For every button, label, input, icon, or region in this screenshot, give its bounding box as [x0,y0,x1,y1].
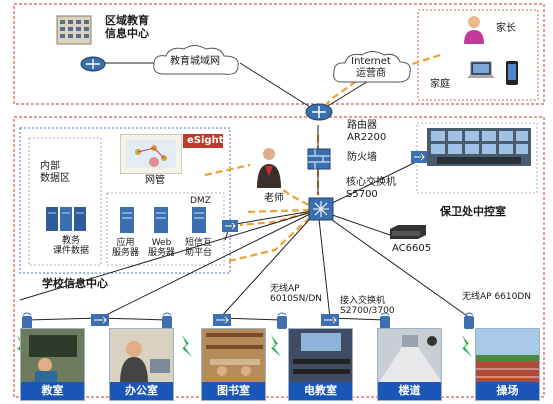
core-router-icon [305,102,333,122]
ap-icon [462,312,476,330]
sms-server-icon [190,206,208,234]
ap-left-label: 无线AP 6010SN/DN [270,284,323,305]
access-switch-label: 接入交换机 S2700/3700 [340,296,395,317]
home-label: 家庭 [430,79,450,90]
regional-zone-border [13,3,545,105]
ap-icon [275,312,289,330]
parent-avatar-icon [462,14,486,44]
access-switch-icon [212,312,232,326]
school-center-title: 学校信息中心 [42,277,108,290]
teacher-label: 老师 [264,193,284,204]
web-server-icon [152,206,170,234]
metro-network-cloud [150,44,242,80]
internal-server-label: 教务 课件数据 [53,236,90,257]
teacher-avatar-icon [255,146,283,188]
access-switch-icon [320,312,340,326]
location-panel-playground: 操场 [475,328,540,401]
dmz-label: DMZ [190,196,211,206]
ap-icon [378,312,392,330]
ac-label: AC6605 [392,243,432,254]
location-label: 教室 [21,382,84,400]
internal-data-border [28,137,102,266]
metro-network-label: 教育城域网 [170,56,220,67]
location-label: 电教室 [289,382,352,400]
core-switch-icon [308,197,334,221]
ap-right-label: 无线AP 6610DN [462,292,532,302]
app-server-label: 应用 服务器 [112,238,140,259]
firewall-icon [307,148,331,170]
location-panel-classroom: 教室 [20,328,85,401]
server-zone-border [19,127,231,274]
home-border [417,9,539,101]
esight-badge: eSight [183,134,223,148]
netmgmt-screenshot [119,133,183,175]
security-monitor-wall [427,128,531,166]
location-panel-office: 办公室 [109,328,174,401]
app-server-icon [118,206,136,234]
phone-icon [505,60,519,86]
ap-icon [160,312,174,330]
internet-cloud [330,48,412,88]
location-label: 操场 [476,382,539,400]
location-label: 楼道 [378,382,441,400]
internal-servers-icon [44,205,88,233]
router-label: 路由器 AR2200 [347,120,387,143]
regional-building-icon [55,14,93,46]
regional-router-icon [80,55,106,73]
school-zone-border [13,116,545,398]
parent-label: 家长 [496,23,516,34]
dmz-switch-icon [221,218,239,234]
internal-data-title: 内部 数据区 [40,161,70,184]
core-switch-label: 核心交换机 S5700 [346,177,396,200]
location-label: 办公室 [110,382,173,400]
sms-server-label: 短信互 助平台 [185,238,213,259]
laptop-icon [466,60,496,82]
esight-label: eSight [187,135,224,146]
ap-icon [20,312,34,330]
security-switch-icon [410,148,428,166]
access-switch-icon [90,312,110,326]
netmgmt-label: 网管 [145,175,165,186]
location-label: 图书室 [202,382,265,400]
location-panel-av-room: 电教室 [288,328,353,401]
internet-label: Internet 运营商 [351,56,391,79]
firewall-label: 防火墙 [347,152,377,163]
security-room-label: 保卫处中控室 [440,205,506,218]
location-panel-corridor: 楼道 [377,328,442,401]
location-panel-library: 图书室 [201,328,266,401]
web-server-label: Web 服务器 [148,238,176,259]
ac-controller-icon [388,224,428,239]
regional-center-title: 区域教育 信息中心 [105,14,149,40]
